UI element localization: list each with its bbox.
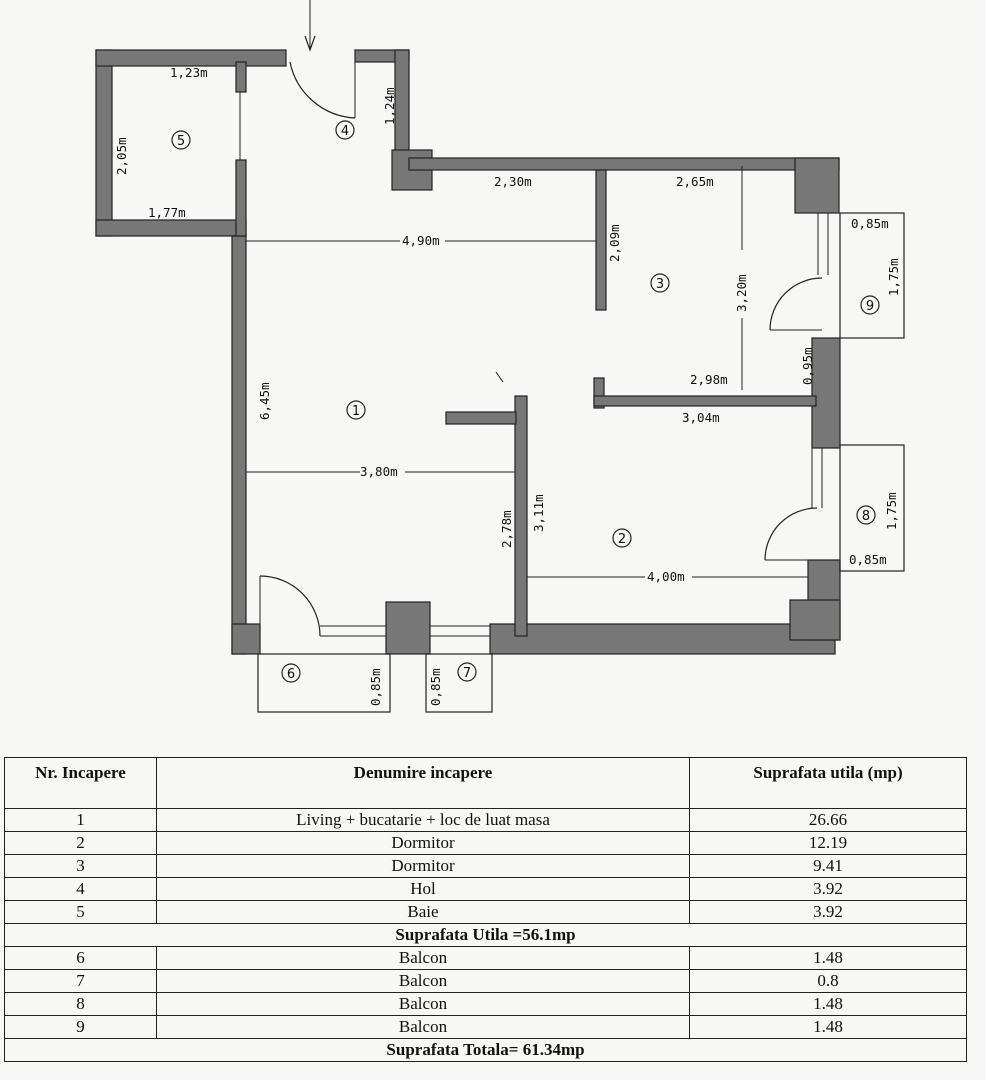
room-nr: 2 xyxy=(4,831,157,855)
dim-2-65: 2,65m xyxy=(676,174,714,189)
room-name: Dormitor xyxy=(156,831,690,855)
room-marker-3: 3 xyxy=(650,273,670,293)
room-name: Baie xyxy=(156,900,690,924)
dim-1-23: 1,23m xyxy=(170,65,208,80)
dim-3-80: 3,80m xyxy=(360,464,398,479)
table-header-row: Nr. Incapere Denumire incapere Suprafata… xyxy=(4,757,967,809)
table-row: 9 Balcon 1.48 xyxy=(4,1015,967,1039)
header-area: Suprafata utila (mp) xyxy=(689,757,967,809)
table-row: 7 Balcon 0.8 xyxy=(4,969,967,993)
room-name: Balcon xyxy=(156,1015,690,1039)
room-nr: 8 xyxy=(4,992,157,1016)
header-name: Denumire incapere xyxy=(156,757,690,809)
doors xyxy=(259,61,829,637)
dim-2-05: 2,05m xyxy=(114,137,129,175)
room-nr: 9 xyxy=(4,1015,157,1039)
dim-0-95: 0,95m xyxy=(800,347,815,385)
table-row: 1 Living + bucatarie + loc de luat masa … xyxy=(4,808,967,832)
total-row: Suprafata Totala= 61.34mp xyxy=(4,1038,967,1062)
dim-4-90: 4,90m xyxy=(402,233,440,248)
table-row: 3 Dormitor 9.41 xyxy=(4,854,967,878)
balconies xyxy=(257,212,905,713)
room-marker-5: 5 xyxy=(171,130,191,150)
room-marker-7: 7 xyxy=(457,662,477,682)
room-number-6: 6 xyxy=(287,667,295,682)
room-nr: 4 xyxy=(4,877,157,901)
room-name: Balcon xyxy=(156,969,690,993)
dim-3-20: 3,20m xyxy=(734,274,749,312)
dim-2-98: 2,98m xyxy=(690,372,728,387)
dim-3-04: 3,04m xyxy=(682,410,720,425)
dim-3-11: 3,11m xyxy=(531,494,546,532)
room-nr: 6 xyxy=(4,946,157,970)
room-nr: 5 xyxy=(4,900,157,924)
subtotal-row: Suprafata Utila =56.1mp xyxy=(4,923,967,947)
room-nr: 7 xyxy=(4,969,157,993)
room-nr: 1 xyxy=(4,808,157,832)
room-name: Living + bucatarie + loc de luat masa xyxy=(156,808,690,832)
room-marker-8: 8 xyxy=(856,505,876,525)
room-name: Hol xyxy=(156,877,690,901)
room-marker-1: 1 xyxy=(346,400,366,420)
room-number-7: 7 xyxy=(463,666,471,681)
dim-2-09: 2,09m xyxy=(607,224,622,262)
table-row: 4 Hol 3.92 xyxy=(4,877,967,901)
room-area: 12.19 xyxy=(689,831,967,855)
dim-1-75-top: 1,75m xyxy=(886,258,901,296)
room-number-5: 5 xyxy=(177,134,185,149)
dim-2-30: 2,30m xyxy=(494,174,532,189)
room-number-4: 4 xyxy=(341,124,349,139)
total-text: Suprafata Totala= 61.34mp xyxy=(4,1038,967,1062)
room-marker-2: 2 xyxy=(612,528,632,548)
room-area: 1.48 xyxy=(689,946,967,970)
dim-2-78: 2,78m xyxy=(499,510,514,548)
dim-0-85-b7: 0,85m xyxy=(428,668,443,706)
table-row: 6 Balcon 1.48 xyxy=(4,946,967,970)
dim-4-00: 4,00m xyxy=(647,569,685,584)
room-marker-4: 4 xyxy=(335,120,355,140)
room-number-2: 2 xyxy=(618,532,626,547)
subtotal-text: Suprafata Utila =56.1mp xyxy=(4,923,967,947)
dim-0-85-top: 0,85m xyxy=(851,216,889,231)
room-area: 3.92 xyxy=(689,900,967,924)
room-marker-6: 6 xyxy=(281,663,301,683)
dimension-lines xyxy=(246,166,808,578)
table-row: 8 Balcon 1.48 xyxy=(4,992,967,1016)
dim-1-77: 1,77m xyxy=(148,205,186,220)
entry-arrow xyxy=(304,0,316,52)
dim-6-45: 6,45m xyxy=(257,382,272,420)
exterior-walls xyxy=(95,49,841,655)
room-number-3: 3 xyxy=(656,277,664,292)
dim-0-85-b6: 0,85m xyxy=(368,668,383,706)
room-name: Balcon xyxy=(156,992,690,1016)
room-area: 1.48 xyxy=(689,992,967,1016)
room-name: Dormitor xyxy=(156,854,690,878)
room-area: 0.8 xyxy=(689,969,967,993)
floor-plan: 1,23m 1,77m 2,30m 2,65m 4,90m 0,85m 2,98… xyxy=(95,0,905,713)
room-number-9: 9 xyxy=(866,299,874,314)
dim-1-75-mid: 1,75m xyxy=(884,492,899,530)
room-area-table: Nr. Incapere Denumire incapere Suprafata… xyxy=(4,757,967,1062)
room-name: Balcon xyxy=(156,946,690,970)
table-row: 5 Baie 3.92 xyxy=(4,900,967,924)
room-number-8: 8 xyxy=(862,509,870,524)
room-area: 26.66 xyxy=(689,808,967,832)
interior-walls xyxy=(235,61,817,637)
room-area: 3.92 xyxy=(689,877,967,901)
room-marker-9: 9 xyxy=(860,295,880,315)
room-area: 1.48 xyxy=(689,1015,967,1039)
table-row: 2 Dormitor 12.19 xyxy=(4,831,967,855)
dim-0-85-mid: 0,85m xyxy=(849,552,887,567)
dim-1-24: 1,24m xyxy=(382,87,397,125)
room-area: 9.41 xyxy=(689,854,967,878)
room-number-1: 1 xyxy=(352,404,360,419)
room-nr: 3 xyxy=(4,854,157,878)
header-nr: Nr. Incapere xyxy=(4,757,157,809)
